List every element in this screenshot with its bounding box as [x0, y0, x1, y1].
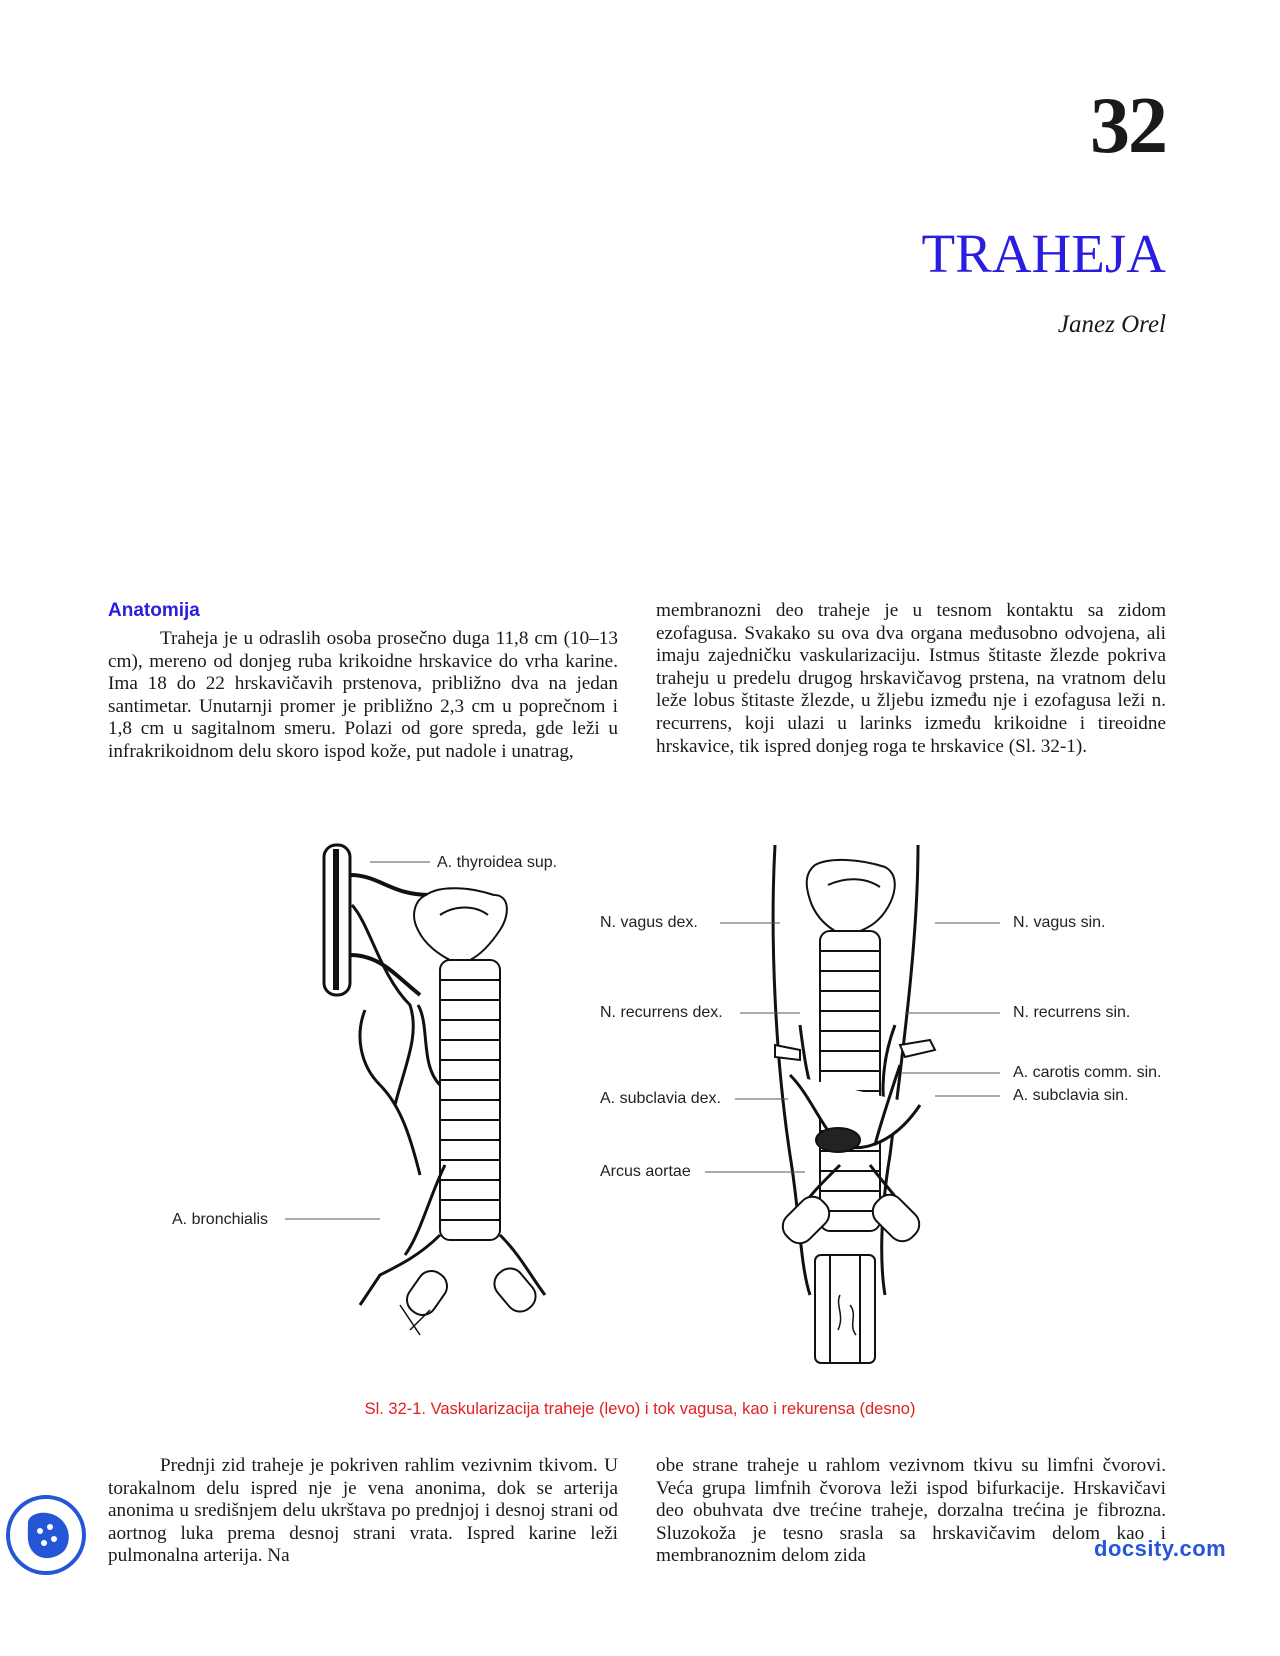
- left-trachea-drawing: [322, 843, 547, 1336]
- right-trachea-drawing: [771, 844, 937, 1364]
- label-recurrens-dex: N. recurrens dex.: [600, 1004, 723, 1021]
- paragraph: Traheja je u odraslih osoba prosečno dug…: [108, 628, 618, 762]
- label-vagus-dex: N. vagus dex.: [600, 914, 698, 931]
- text-column-2: membranozni deo traheje je u tesnom kont…: [656, 600, 1166, 758]
- trachea-illustration: [285, 843, 1000, 1364]
- label-vagus-sin: N. vagus sin.: [1013, 914, 1106, 931]
- paragraph: membranozni deo traheje je u tesnom kont…: [656, 600, 1166, 757]
- figure-caption: Sl. 32-1. Vaskularizacija traheje (levo)…: [364, 1400, 916, 1418]
- text-column-4: obe strane traheje u rahlom vezivnom tki…: [656, 1455, 1166, 1571]
- docsity-watermark[interactable]: docsity.com: [1094, 1536, 1227, 1561]
- left-trachea-rings: [439, 959, 501, 1241]
- label-thyroidea-sup: A. thyroidea sup.: [437, 854, 558, 871]
- anatomy-figure: A. thyroidea sup. A. bronchialis N. vagu…: [0, 835, 1280, 1385]
- label-recurrens-sin: N. recurrens sin.: [1013, 1004, 1131, 1021]
- chapter-title: TRAHEJA: [921, 223, 1166, 284]
- label-arcus-aortae: Arcus aortae: [600, 1163, 691, 1180]
- docsity-logo-icon[interactable]: [6, 1495, 86, 1575]
- paragraph: obe strane traheje u rahlom vezivnom tki…: [656, 1455, 1166, 1567]
- leader-lines: [285, 861, 1000, 1220]
- chapter-number: 32: [1090, 82, 1168, 170]
- right-trachea-rings: [819, 930, 881, 1232]
- label-bronchialis: A. bronchialis: [172, 1211, 269, 1228]
- section-heading: Anatomija: [108, 600, 200, 621]
- paragraph: Prednji zid traheje je pokriven rahlim v…: [108, 1455, 618, 1567]
- text-column-1: Anatomija Traheja je u odraslih osoba pr…: [108, 600, 618, 764]
- label-carotis-sin: A. carotis comm. sin.: [1013, 1064, 1162, 1081]
- label-subclavia-sin: A. subclavia sin.: [1013, 1087, 1129, 1104]
- text-column-3: Prednji zid traheje je pokriven rahlim v…: [108, 1455, 618, 1571]
- chapter-author: Janez Orel: [1057, 311, 1166, 338]
- label-subclavia-dex: A. subclavia dex.: [600, 1090, 721, 1107]
